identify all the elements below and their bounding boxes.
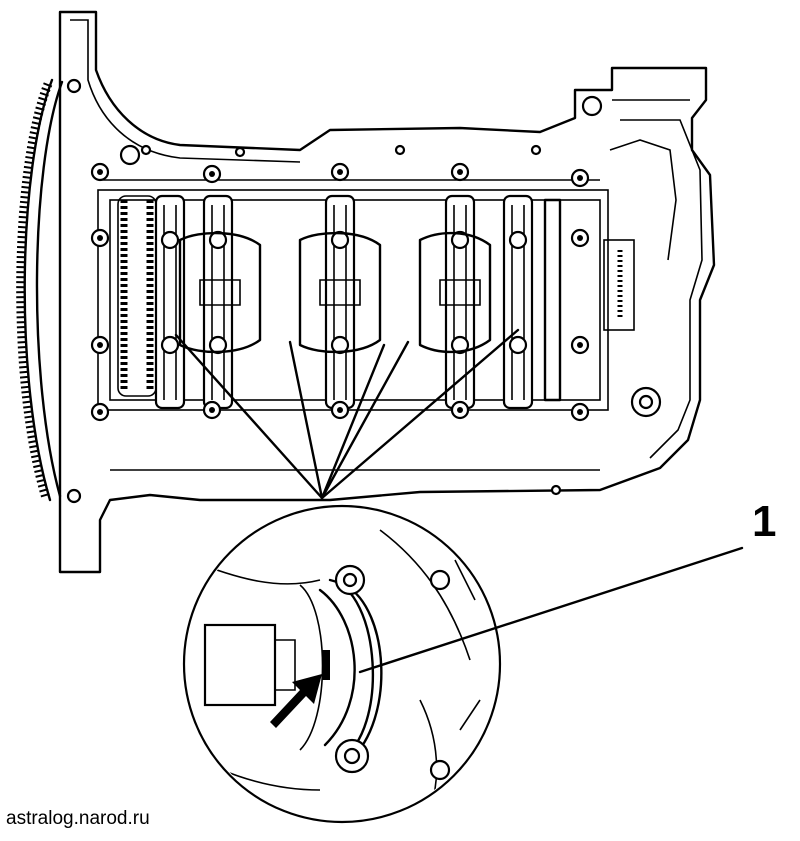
bearing-cap-1: [154, 194, 186, 410]
pointer-line-5: [320, 328, 520, 500]
bolt-5: [570, 168, 590, 188]
bolt-11: [202, 400, 222, 420]
crank-webs: [178, 231, 492, 354]
pointer-line-4: [320, 340, 410, 500]
bolt-2: [202, 164, 222, 184]
bolt-3: [330, 162, 350, 182]
bearing-cap-4: [444, 194, 476, 410]
watermark: astralog.narod.ru: [6, 808, 150, 829]
crankshaft-bay: [97, 189, 635, 411]
magnified-inset: [182, 504, 502, 824]
bearing-caps: [154, 194, 534, 410]
block-bolts: [90, 162, 590, 422]
pointer-line-1: [174, 333, 324, 500]
pointer-line-2: [288, 340, 324, 500]
bolt-4: [450, 162, 470, 182]
bolt-6: [90, 228, 110, 248]
pointer-lines: [174, 328, 520, 500]
callout-leader-line: [358, 546, 744, 674]
bearing-cap-5: [502, 194, 534, 410]
arrow-icon: [270, 674, 322, 728]
bolt-7: [90, 335, 110, 355]
bolt-12: [330, 400, 350, 420]
pointer-line-3: [320, 343, 386, 500]
bolt-9: [570, 335, 590, 355]
bolt-1: [90, 162, 110, 182]
bearing-cap-2: [202, 194, 234, 410]
bearing-cap-3: [324, 194, 356, 410]
bolt-8: [570, 228, 590, 248]
bolt-13: [450, 400, 470, 420]
bolt-10: [90, 402, 110, 422]
mounting-holes: [66, 78, 662, 504]
bolt-14: [570, 402, 590, 422]
flywheel: [16, 78, 64, 502]
callout-label-1: 1: [752, 497, 777, 546]
